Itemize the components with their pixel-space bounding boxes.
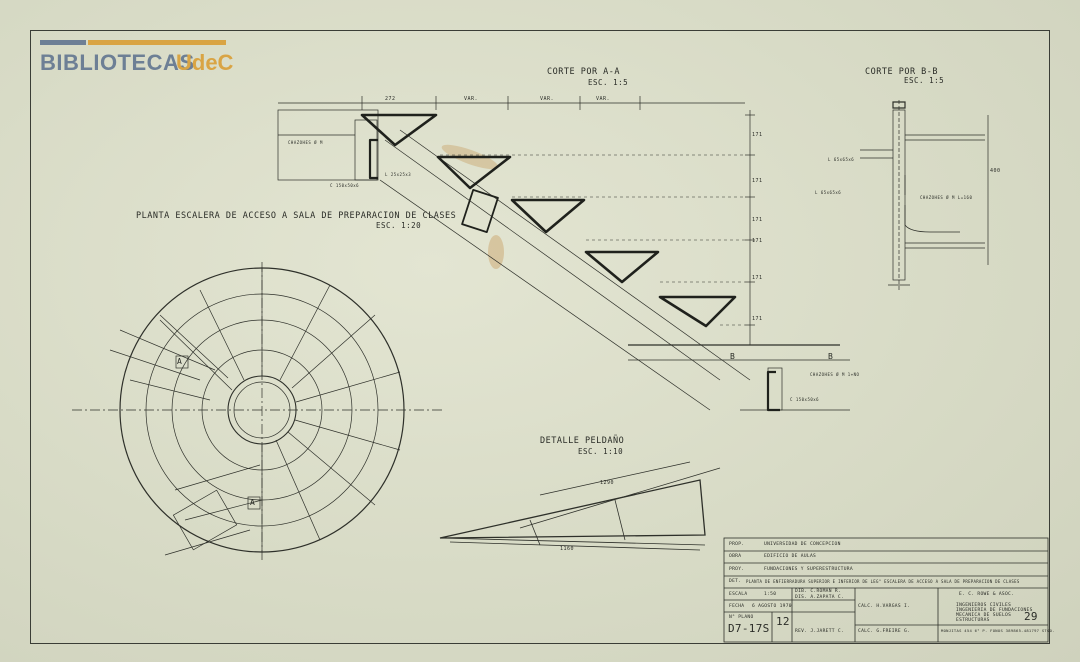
tb-prop: UNIVERSIDAD DE CONCEPCION [764, 542, 841, 547]
tb-dib: DIB. C.ROMAN R. [795, 589, 841, 594]
note-channel: C 150x50x6 [330, 183, 360, 188]
tb-sheet-total: 29 [1024, 610, 1038, 623]
planta-title: PLANTA ESCALERA DE ACCESO A SALA DE PREP… [136, 211, 457, 221]
section-mark-a: A [250, 498, 256, 507]
tb-firm: E. C. ROWE & ASOC. [959, 592, 1015, 597]
tb-obra: EDIFICIO DE AULAS [764, 554, 817, 559]
tb-dis: DIS. A.ZAPATA C. [795, 595, 845, 600]
tb-firm-desc: INGENIERIA DE FUNDACIONES [956, 608, 1033, 613]
tb-calc: CALC. H.VARGAS I. [858, 604, 911, 609]
tb-fecha-label: FECHA [729, 604, 745, 609]
title-block: PROP. UNIVERSIDAD DE CONCEPCION OBRA EDI… [724, 538, 1054, 642]
dim-1160: 1160 [560, 546, 575, 552]
note-chazohes: CHAZOHES Ø M 1+NO [810, 372, 860, 377]
logo-bar [88, 40, 226, 45]
dim-var: VAR. [540, 96, 555, 102]
tb-firm-desc: MECANICA DE SUELOS [956, 613, 1012, 618]
tb-fecha: 6 AGOSTO 1970 [752, 604, 792, 609]
note-channel: C 150x50x6 [790, 397, 820, 402]
logo-bar [40, 40, 86, 45]
tb-firm-address: MONJITAS 454 6° P. FONOS 389865-481797 S… [941, 628, 1055, 633]
drawing-frame [30, 30, 1050, 644]
detalle-scale: ESC. 1:10 [578, 447, 624, 456]
tb-escala: 1:50 [764, 592, 777, 597]
dim-171: 171 [752, 178, 763, 184]
note-angle: L 65x65x6 [815, 190, 842, 195]
dim-171: 171 [752, 217, 763, 223]
section-mark-b: B [828, 352, 834, 361]
tb-proy: FUNDACIONES Y SUPERESTRUCTURA [764, 567, 853, 572]
tb-calc: CALC. G.FREIRE G. [858, 629, 911, 634]
tb-prop-label: PROP. [729, 542, 745, 547]
tb-rev: REV. J.JARETT C. [795, 629, 845, 634]
tb-det: PLANTA DE ENFIERRADURA SUPERIOR E INFERI… [746, 579, 1020, 584]
tb-firm-desc: ESTRUCTURAS [956, 618, 990, 623]
note-angle: L 65x65x6 [828, 157, 855, 162]
dim-171: 171 [752, 316, 763, 322]
corte-bb-scale: ESC. 1:5 [904, 76, 945, 85]
dim-272: 272 [385, 96, 396, 102]
dim-1290: 1290 [600, 480, 615, 486]
planta-scale: ESC. 1:20 [376, 221, 422, 230]
logo-text-accent: UdeC [176, 50, 234, 75]
detalle-title: DETALLE PELDAÑO [540, 436, 625, 446]
tb-sheet-number: 12 [776, 615, 790, 628]
corte-aa-scale: ESC. 1:5 [588, 78, 629, 87]
dim-var: VAR. [464, 96, 479, 102]
tb-firm-desc: INGENIEROS CIVILES [956, 603, 1012, 608]
dim-400: 400 [990, 168, 1001, 174]
note-chazohes: CHAZOHES Ø M L=160 [920, 195, 973, 200]
logo-text: BIBLIOTECAS [40, 50, 195, 75]
corte-bb-title: CORTE POR B-B [865, 67, 939, 77]
note-angle: L 25x25x3 [385, 172, 412, 177]
tb-proy-label: PROY. [729, 567, 745, 572]
dim-171: 171 [752, 132, 763, 138]
dim-171: 171 [752, 238, 763, 244]
corte-aa-title: CORTE POR A-A [547, 67, 621, 77]
tb-escala-label: ESCALA [729, 592, 748, 597]
section-mark-a: A [177, 357, 183, 366]
dim-var: VAR. [596, 96, 611, 102]
dim-171: 171 [752, 275, 763, 281]
section-mark-b: B [730, 352, 736, 361]
tb-obra-label: OBRA [729, 554, 742, 559]
stain [488, 235, 504, 269]
tb-det-label: DET. [729, 579, 742, 584]
tb-plano-number: D7-17S [728, 622, 770, 635]
tb-plano-label: N° PLANO [729, 615, 754, 620]
note-chazohes: CHAZOHES Ø M [288, 140, 323, 145]
